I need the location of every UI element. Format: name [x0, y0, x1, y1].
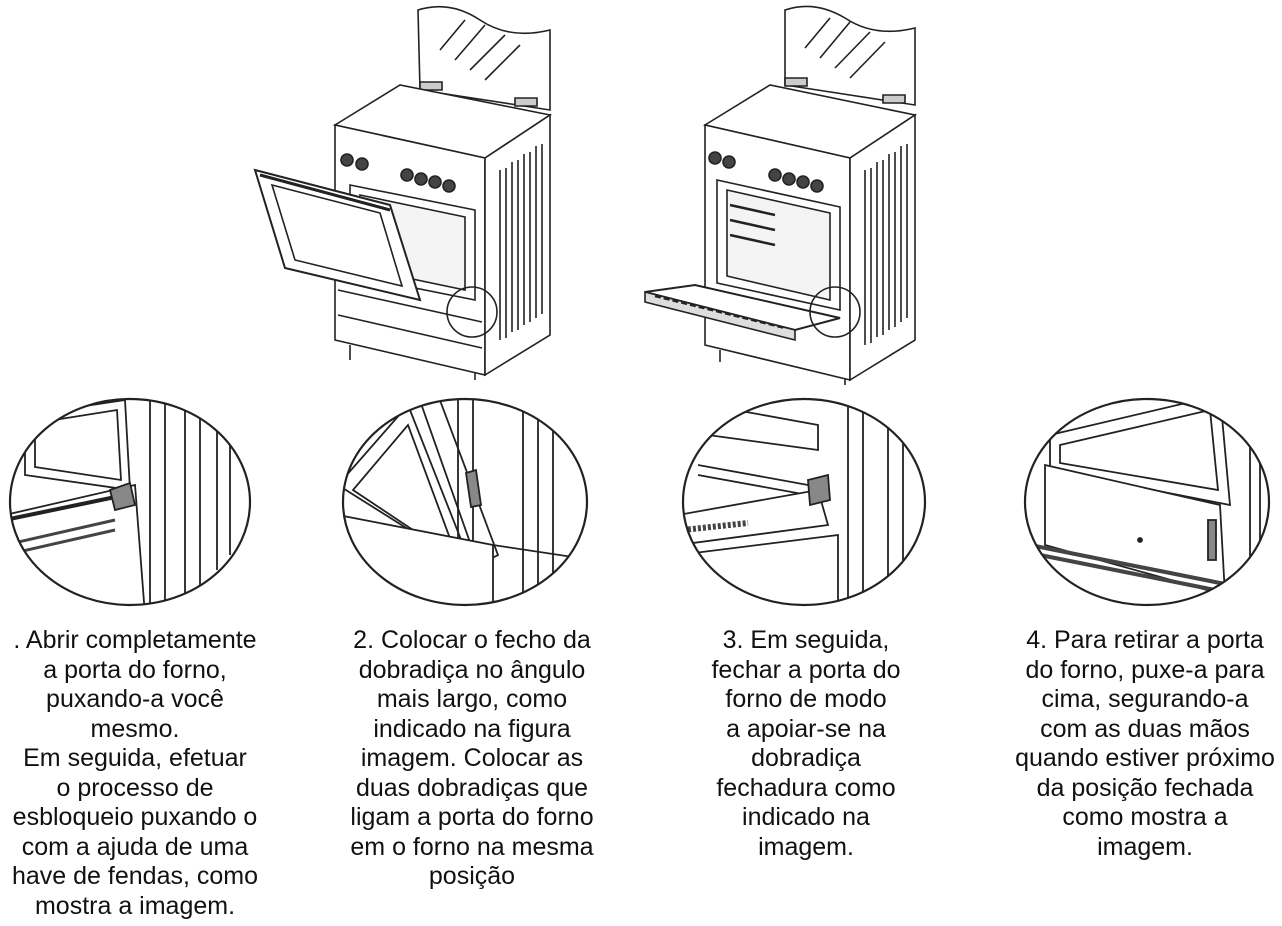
- step-4-text: 4. Para retirar a porta do forno, puxe-a…: [1015, 626, 1275, 861]
- stove-door-angled-illustration: [250, 0, 560, 380]
- step-3-text: 3. Em seguida, fechar a porta do forno d…: [711, 626, 901, 861]
- hinge-detail-1-illustration: [5, 395, 255, 610]
- hinge-detail-2-illustration: [338, 395, 593, 610]
- hinge-detail-3-illustration: [678, 395, 930, 610]
- step-1-text: . Abrir completamente a porta do forno, …: [12, 626, 258, 920]
- hinge-detail-4-illustration: [1020, 395, 1275, 610]
- step-2-text: 2. Colocar o fecho da dobradiça no ângul…: [350, 626, 594, 890]
- stove-door-open-illustration: [635, 0, 935, 385]
